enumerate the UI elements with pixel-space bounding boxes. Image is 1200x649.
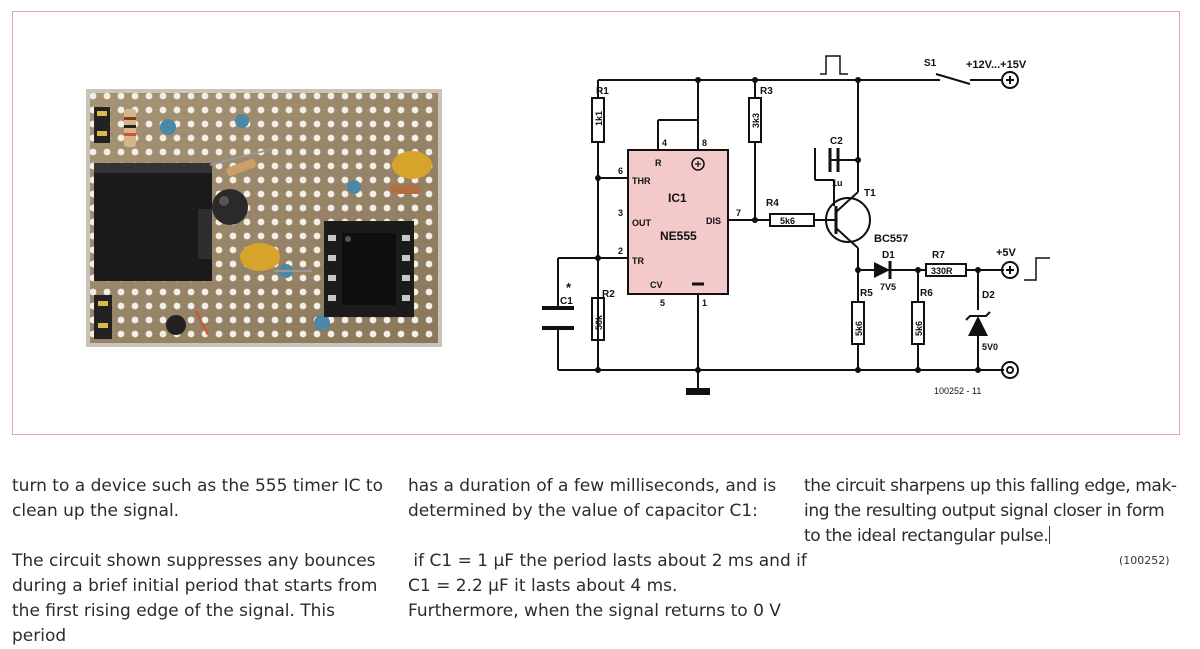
text-line: clean up the signal.	[12, 501, 180, 521]
text-column-3: the circuit sharpens up this falling edg…	[804, 474, 1184, 549]
label-s1: S1	[924, 58, 937, 69]
ic-name: IC1	[668, 191, 687, 205]
value-c2: 1u	[832, 178, 843, 188]
circuit-board-photo	[86, 89, 442, 347]
pin-dis: DIS	[706, 216, 721, 226]
value-r7: 330R	[931, 266, 953, 276]
text-line: Furthermore, when the signal returns to …	[408, 601, 781, 621]
value-r5: 5k6	[854, 321, 864, 336]
label-d1: D1	[882, 250, 895, 261]
text-line: has a duration of a few milliseconds, an…	[408, 476, 777, 496]
pin-1: 1	[702, 298, 707, 308]
text-cursor	[1049, 526, 1051, 544]
ic-type: NE555	[660, 229, 697, 243]
label-r3: R3	[760, 86, 773, 97]
text-column-2: has a duration of a few milliseconds, an…	[408, 474, 807, 624]
pin-4: 4	[662, 138, 667, 148]
value-r3: 3k3	[751, 113, 761, 128]
text-line-end: to the ideal rectangular pulse.	[804, 526, 1049, 546]
text-column-1: turn to a device such as the 555 timer I…	[12, 474, 392, 649]
label-r2: R2	[602, 289, 615, 300]
figure-code: 100252 - 11	[934, 386, 981, 396]
t1-type: BC557	[874, 233, 908, 245]
label-c1: C1	[560, 296, 573, 307]
value-d1: 7V5	[880, 282, 896, 292]
supply-voltage: +12V...+15V	[966, 59, 1027, 71]
text-line: determined by the value of capacitor C1:	[408, 501, 758, 521]
c1-asterisk: *	[566, 280, 572, 295]
schematic-diagram: R1 1k1 R2 56k R3 3k3 R4 5k6 R5 5k6 R6 5k…	[542, 55, 1050, 396]
pin-3: 3	[618, 208, 623, 218]
text-line: The circuit shown suppresses any bounces	[12, 551, 376, 571]
label-c2: C2	[830, 136, 843, 147]
text-line: during a brief initial period that start…	[12, 576, 378, 596]
pin-5: 5	[660, 298, 665, 308]
label-r4: R4	[766, 198, 779, 209]
label-r5: R5	[860, 288, 873, 299]
text-line: turn to a device such as the 555 timer I…	[12, 476, 383, 496]
pin-2: 2	[618, 246, 623, 256]
label-t1: T1	[864, 188, 876, 199]
text-line: the first rising edge of the signal. Thi…	[12, 601, 336, 646]
text-line: to the ideal rectangular pulse.	[804, 524, 1184, 549]
pin-reset: R	[655, 158, 662, 168]
pin-8: 8	[702, 138, 707, 148]
value-r2: 56k	[594, 314, 604, 330]
label-d2: D2	[982, 290, 995, 301]
label-r7: R7	[932, 250, 945, 261]
pin-7: 7	[736, 208, 741, 218]
value-r6: 5k6	[914, 321, 924, 336]
value-r4: 5k6	[780, 216, 795, 226]
text-line: C1 = 2.2 µF it lasts about 4 ms.	[408, 576, 678, 596]
value-r1: 1k1	[594, 111, 604, 126]
pin-tr: TR	[632, 256, 644, 266]
value-d2: 5V0	[982, 342, 998, 352]
output-voltage: +5V	[996, 247, 1017, 259]
article-reference: (100252)	[1119, 554, 1170, 567]
pin-6: 6	[618, 166, 623, 176]
pin-cv: CV	[650, 280, 663, 290]
pin-out: OUT	[632, 218, 652, 228]
pin-thr: THR	[632, 176, 651, 186]
label-r1: R1	[596, 86, 609, 97]
text-line: the circuit sharpens up this falling edg…	[804, 476, 1177, 496]
text-line: if C1 = 1 µF the period lasts about 2 ms…	[408, 551, 807, 571]
label-r6: R6	[920, 288, 933, 299]
text-line: ing the resulting output signal closer i…	[804, 501, 1165, 521]
